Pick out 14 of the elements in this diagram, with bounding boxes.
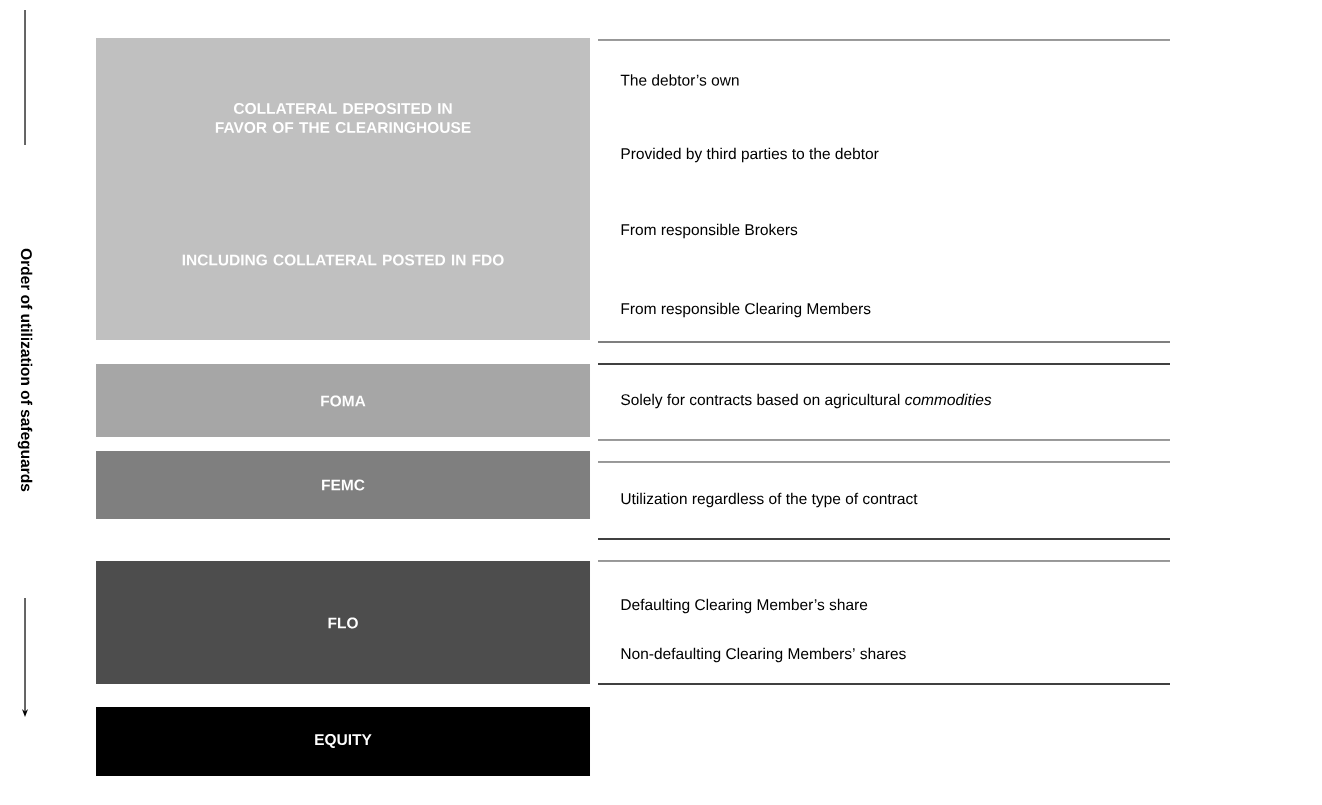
side-note: Utilization regardless of the type of contract	[621, 492, 918, 508]
axis-label: Order of utilization of safeguards	[17, 248, 33, 492]
band-box: FOMA	[96, 364, 590, 437]
side-note: Provided by third parties to the debtor	[621, 147, 879, 163]
band-box: FLO	[96, 561, 590, 684]
side-note: Non-defaulting Clearing Members’ shares	[621, 647, 906, 663]
band-box: EQUITY	[96, 707, 590, 776]
band-box: COLLATERAL DEPOSITED IN FAVOR OF THE CLEARINGHOUSE INCLUDING COLLATERAL POSTED IN FDO	[96, 38, 590, 340]
side-note: Solely for contracts based on agricultural commodities	[621, 393, 992, 409]
side-note: From responsible Brokers	[621, 223, 798, 239]
band-box: FEMC	[96, 451, 590, 519]
side-note: The debtor’s own	[620, 74, 739, 86]
side-note: From responsible Clearing Members	[621, 302, 871, 318]
side-note: Defaulting Clearing Member’s share	[621, 598, 868, 614]
